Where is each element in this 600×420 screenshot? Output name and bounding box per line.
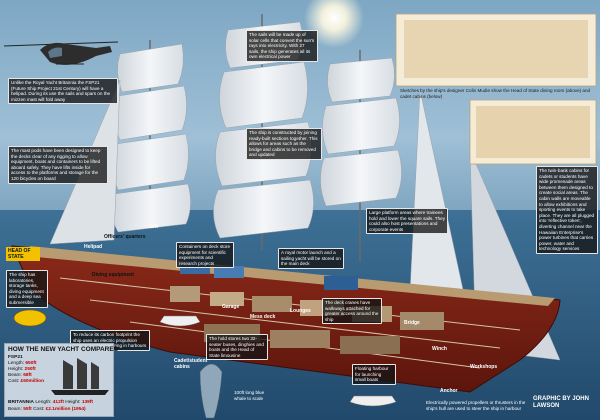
fsp21-cost-label: Cost: bbox=[8, 379, 20, 384]
britannia-length-label: Length: bbox=[35, 400, 52, 405]
lift-label: Lift bbox=[150, 224, 158, 230]
britannia-length-value: 412ft bbox=[52, 400, 64, 405]
cadet-cabins-label: Cadet/student cabins bbox=[174, 358, 208, 370]
fsp21-height-value: 250ft bbox=[24, 367, 36, 372]
helipad-label: Helipad bbox=[84, 244, 103, 250]
mess-deck-label: Mess deck bbox=[250, 314, 276, 320]
sketch-panels bbox=[395, 13, 597, 165]
britannia-cost-label: Cost: bbox=[33, 407, 45, 412]
garage-label: Garage bbox=[222, 304, 240, 310]
fsp21-beam-label: Beam: bbox=[8, 373, 22, 378]
hull-sections-caption: The ship is constructed by joining ready… bbox=[246, 128, 322, 160]
hold-caption: The hold stores two 32-seater buses, din… bbox=[206, 334, 268, 361]
blue-whale-caption: 100ft long blue whale to scale bbox=[234, 390, 265, 401]
fsp21-length-value: 650ft bbox=[25, 361, 37, 366]
britannia-name: BRITANNIA bbox=[8, 400, 35, 405]
comparison-panel: HOW THE NEW YACHT COMPARES FSP21 Length:… bbox=[4, 343, 118, 417]
britannia-cost-value: £2.1million (1954) bbox=[45, 407, 86, 412]
fsp21-cost: Cost: £60million bbox=[8, 379, 44, 385]
platforms-caption: Large platform areas where trainees hold… bbox=[366, 208, 448, 235]
fsp21-height: Height: 250ft bbox=[8, 367, 36, 373]
floating-harbour-caption: Floating harbour for launching small boa… bbox=[352, 364, 396, 385]
britannia-height-value: 139ft bbox=[81, 400, 94, 405]
britannia-stats-1: BRITANNIA Length: 412ft Height: 139ft bbox=[8, 400, 93, 406]
hull bbox=[11, 245, 561, 407]
deck-cranes-caption: The deck cranes have walkways attached f… bbox=[322, 298, 382, 325]
workshops-label: Workshops bbox=[470, 364, 498, 370]
containers-caption: Containers on deck store equipment for s… bbox=[176, 242, 234, 269]
fsp21-length-label: Length: bbox=[8, 361, 25, 366]
anchor-label: Anchor bbox=[440, 388, 458, 394]
britannia-stats-2: Beam: 55ft Cost: £2.1million (1954) bbox=[8, 407, 86, 413]
mast-pods-caption: The mast pods have been designed to keep… bbox=[8, 146, 108, 184]
fsp21-height-label: Height: bbox=[8, 367, 24, 372]
laboratories-caption: The ship has laboratories, storage tanks… bbox=[6, 270, 48, 308]
sketches-caption: Sketches by the ship's designer Colin Mu… bbox=[400, 88, 591, 99]
bridge-label: Bridge bbox=[404, 320, 420, 326]
winch-label: Winch bbox=[432, 346, 447, 352]
fsp21-stats: FSP21 bbox=[8, 355, 23, 361]
helicopter-caption: Unlike the Royal Yacht Britannia the FSP… bbox=[8, 78, 118, 105]
comparison-title: HOW THE NEW YACHT COMPARES bbox=[8, 346, 119, 353]
britannia-beam-label: Beam: bbox=[8, 407, 22, 412]
officers-quarters-label: Officers' quarters bbox=[104, 234, 146, 240]
diving-equipment-label: Diving equipment bbox=[92, 272, 134, 278]
sun bbox=[304, 0, 364, 48]
lounges-label: Lounges bbox=[290, 308, 311, 314]
fsp21-beam-value: 68ft bbox=[23, 373, 32, 378]
solar-sails-caption: The sails will be made up of solar cells… bbox=[246, 30, 318, 62]
cadet-cabins-caption: The twin-bank cabins for cadets or stude… bbox=[536, 166, 598, 254]
helicopter bbox=[3, 41, 119, 65]
graphic-credit: GRAPHIC BY JOHN LAWSON bbox=[533, 396, 589, 409]
britannia-beam-value: 55ft bbox=[23, 407, 32, 412]
head-of-state-label: HEAD OF STATE bbox=[6, 247, 40, 261]
propellers-caption: Electrically powered propellers or thrus… bbox=[426, 400, 526, 411]
fsp21-beam: Beam: 68ft bbox=[8, 373, 32, 379]
britannia-height-label: Height: bbox=[65, 400, 81, 405]
ship-silhouettes bbox=[51, 358, 109, 395]
motor-launch-caption: A royal motor launch and a sailing yacht… bbox=[278, 248, 344, 269]
fsp21-name: FSP21 bbox=[8, 355, 23, 360]
fsp21-cost-value: £60million bbox=[20, 379, 45, 384]
fsp21-length: Length: 650ft bbox=[8, 361, 37, 367]
blue-whale bbox=[199, 363, 223, 419]
